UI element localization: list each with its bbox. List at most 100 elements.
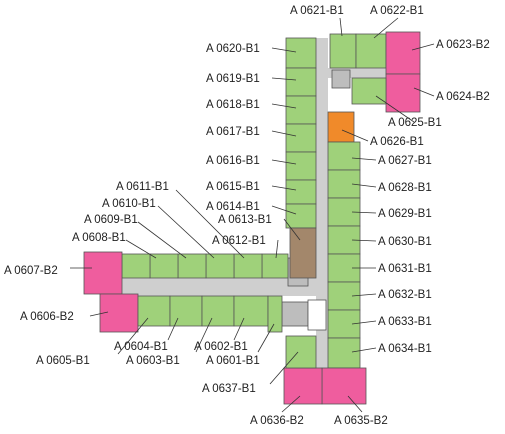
label-a0604: A 0604-B1	[114, 341, 168, 353]
label-a0635: A 0635-B2	[334, 415, 388, 427]
label-a0629: A 0629-B1	[378, 208, 432, 220]
unit-a0623-b2[interactable]	[385, 31, 421, 75]
leader-0601	[257, 323, 275, 353]
leader-0635	[347, 395, 363, 413]
label-a0616: A 0616-B1	[206, 155, 260, 167]
label-a0601: A 0601-B1	[206, 355, 260, 367]
label-a0612: A 0612-B1	[212, 235, 266, 247]
leader-0605	[117, 317, 149, 355]
unit-a0605-b1[interactable]	[137, 295, 171, 327]
label-a0608: A 0608-B1	[72, 232, 126, 244]
label-a0602: A 0602-B1	[194, 341, 248, 353]
unit-a0612-b1[interactable]	[261, 253, 289, 279]
unit-a0610-b1[interactable]	[205, 253, 235, 279]
leader-0623	[411, 43, 435, 51]
unit-a0621-b1[interactable]	[329, 33, 357, 69]
leader-lines	[70, 17, 435, 413]
unit-a0613-b1[interactable]	[289, 227, 317, 279]
leader-0633	[351, 320, 377, 325]
leader-0611	[175, 189, 245, 259]
unit-a0618-b1[interactable]	[285, 95, 317, 125]
unit-a0636-b2[interactable]	[283, 367, 323, 405]
unit-a0608-b1[interactable]	[149, 253, 179, 279]
label-a0624: A 0624-B2	[436, 91, 490, 103]
label-a0623: A 0623-B2	[436, 39, 490, 51]
label-a0620: A 0620-B1	[206, 43, 260, 55]
leader-0613	[283, 218, 301, 241]
corridors	[118, 38, 386, 378]
unit-a0601-b1[interactable]	[267, 295, 283, 333]
leader-0614	[271, 205, 297, 215]
label-a0637: A 0637-B1	[202, 383, 256, 395]
unit-labels: A 0621-B1 A 0622-B1 A 0623-B2 A 0624-B2 …	[4, 5, 490, 427]
stair-core-top	[331, 69, 351, 89]
label-a0605: A 0605-B1	[36, 355, 90, 367]
service-room	[307, 299, 327, 331]
unit-a0635-b2[interactable]	[321, 367, 367, 405]
leader-0612	[275, 239, 279, 259]
unit-a0620-b1[interactable]	[285, 37, 317, 69]
units	[83, 31, 421, 405]
label-a0628: A 0628-B1	[378, 182, 432, 194]
label-a0607: A 0607-B2	[4, 265, 58, 277]
horizontal-corridor	[118, 278, 328, 296]
unit-a0622-b1[interactable]	[355, 33, 387, 69]
unit-a0606-b2[interactable]	[99, 293, 139, 333]
label-a0613: A 0613-B1	[218, 214, 272, 226]
leader-0619	[271, 77, 297, 81]
label-a0631: A 0631-B1	[378, 263, 432, 275]
leader-0622	[373, 17, 399, 39]
unit-a0617-b1[interactable]	[285, 123, 317, 153]
leader-0604	[167, 317, 179, 341]
leader-0637	[269, 351, 299, 385]
unit-a0609-b1[interactable]	[177, 253, 207, 279]
leader-0616	[271, 159, 297, 165]
leader-0609	[137, 221, 187, 259]
leader-0632	[351, 293, 377, 297]
leader-0617	[271, 130, 297, 137]
unit-a0624-b2[interactable]	[385, 73, 421, 113]
leader-0608	[125, 239, 157, 259]
unit-a0616-b1[interactable]	[285, 151, 317, 181]
unit-a0607-b2[interactable]	[83, 251, 123, 295]
leader-0630	[351, 239, 377, 242]
unit-a0634-b1[interactable]	[327, 337, 361, 369]
leader-0602	[233, 317, 245, 341]
leader-0629	[351, 211, 377, 214]
label-a0603: A 0603-B1	[126, 355, 180, 367]
leader-0606	[89, 311, 109, 317]
label-a0618: A 0618-B1	[206, 99, 260, 111]
unit-a0608-b1-west[interactable]	[121, 253, 151, 279]
unit-a0627-b1[interactable]	[327, 141, 361, 171]
unit-a0615-b1[interactable]	[285, 179, 317, 205]
leader-0610	[157, 205, 215, 259]
unit-a0602-b1[interactable]	[233, 295, 269, 327]
label-a0611: A 0611-B1	[116, 181, 169, 193]
unit-a0626-b1[interactable]	[327, 111, 355, 143]
unit-a0637-b1[interactable]	[285, 335, 317, 369]
leader-0626	[341, 129, 369, 142]
label-a0619: A 0619-B1	[206, 73, 260, 85]
label-a0609: A 0609-B1	[84, 214, 138, 226]
label-a0622: A 0622-B1	[370, 5, 424, 17]
unit-a0611-b1[interactable]	[233, 253, 263, 279]
label-a0630: A 0630-B1	[378, 236, 432, 248]
unit-a0603-b1[interactable]	[201, 295, 235, 327]
unit-a0614-b1[interactable]	[285, 203, 317, 229]
label-a0614: A 0614-B1	[206, 201, 260, 213]
label-a0636: A 0636-B2	[250, 415, 304, 427]
label-a0615: A 0615-B1	[206, 181, 260, 193]
label-a0634: A 0634-B1	[378, 343, 432, 355]
leader-0627	[351, 157, 377, 161]
unit-a0604-b1[interactable]	[169, 295, 203, 327]
elevator-core-lower	[281, 301, 309, 327]
leader-0615	[271, 185, 297, 191]
leader-0628	[351, 183, 377, 188]
unit-a0619-b1[interactable]	[285, 67, 317, 97]
label-a0633: A 0633-B1	[378, 316, 432, 328]
unit-a0625-b1[interactable]	[351, 77, 387, 105]
label-a0627: A 0627-B1	[378, 155, 432, 167]
label-a0617: A 0617-B1	[206, 126, 260, 138]
leader-0603	[195, 317, 213, 353]
